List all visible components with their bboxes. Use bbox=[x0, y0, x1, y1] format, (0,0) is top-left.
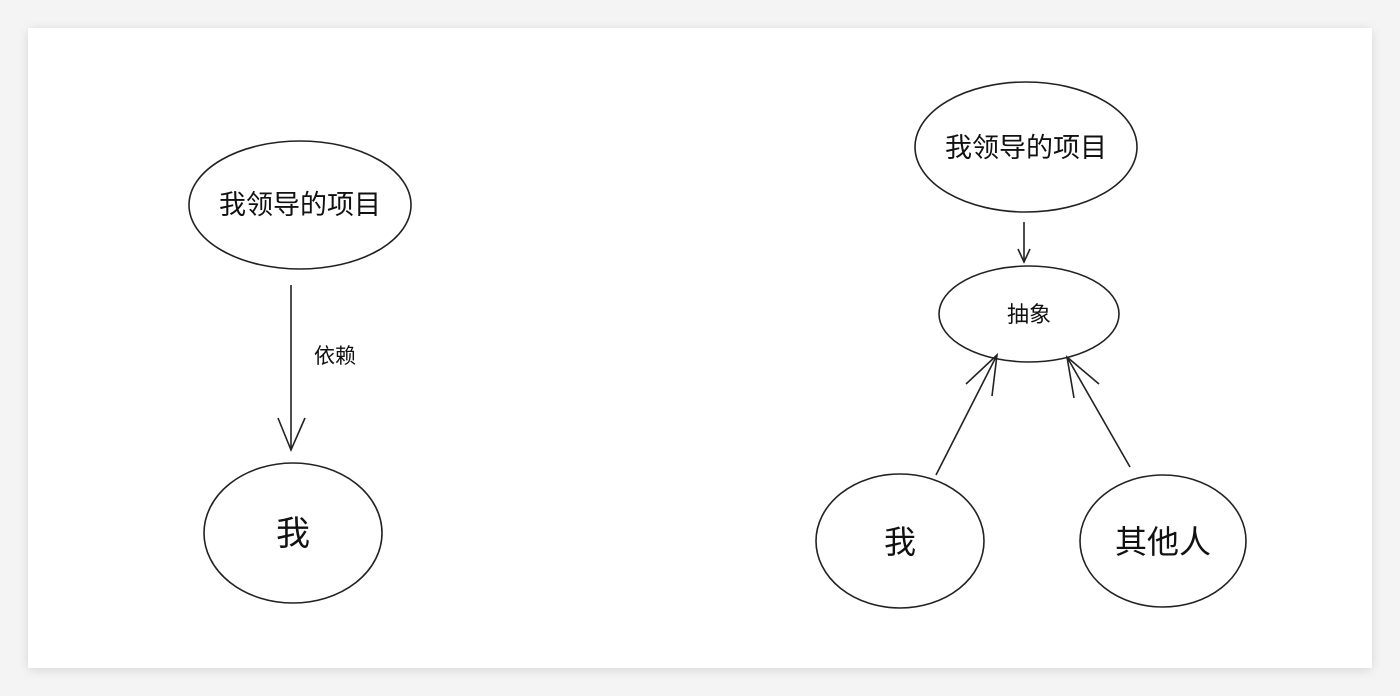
diagram-canvas bbox=[28, 28, 1372, 668]
node-left-project bbox=[188, 140, 412, 270]
edge-depends-arrow bbox=[277, 285, 306, 453]
node-left-me bbox=[203, 462, 383, 604]
node-right-me bbox=[815, 473, 985, 609]
node-abstraction-label: 抽象 bbox=[1007, 303, 1051, 328]
edge-project-to-abstraction-arrow bbox=[1017, 222, 1031, 264]
node-left-project-label: 我领导的项目 bbox=[219, 190, 381, 221]
node-others-label: 其他人 bbox=[1115, 523, 1211, 561]
node-right-me-label: 我 bbox=[884, 523, 916, 561]
node-others bbox=[1079, 474, 1247, 608]
node-left-me-label: 我 bbox=[276, 514, 310, 554]
node-right-project-label: 我领导的项目 bbox=[945, 133, 1107, 164]
edge-me-to-abstraction-arrow bbox=[935, 352, 999, 476]
node-right-project bbox=[914, 81, 1138, 213]
edge-others-to-abstraction-arrow bbox=[1065, 354, 1131, 468]
node-abstraction bbox=[938, 265, 1120, 363]
edge-depends-label: 依赖 bbox=[314, 344, 356, 368]
